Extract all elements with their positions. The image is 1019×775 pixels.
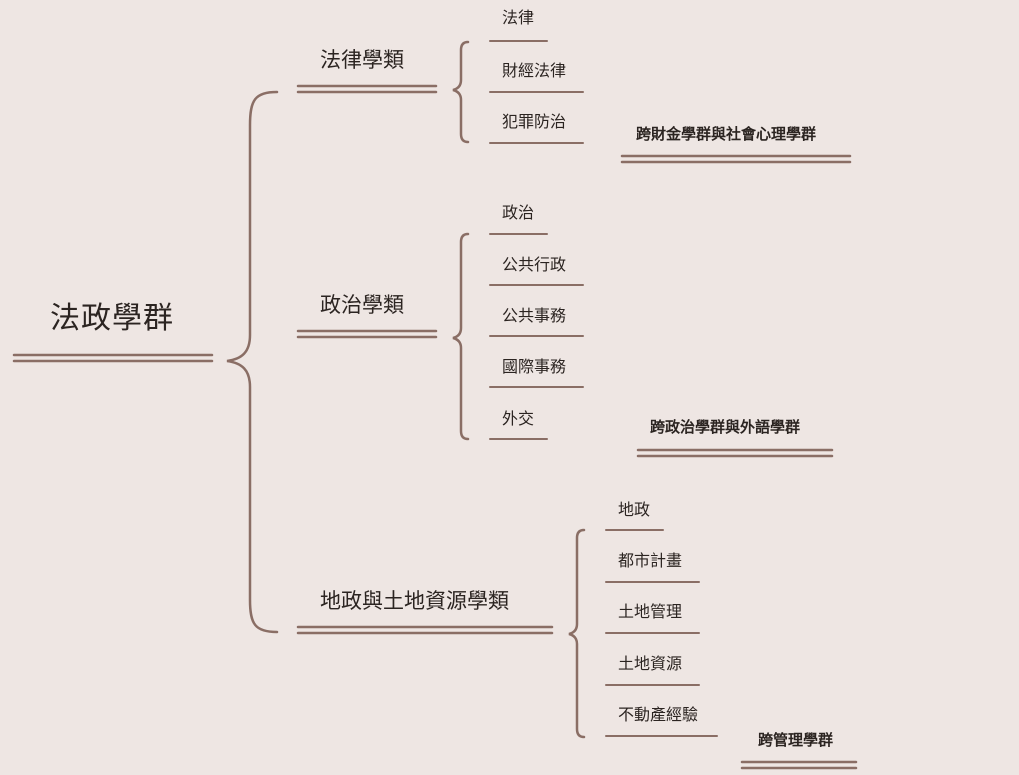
leaf-item: 都市計畫 <box>618 551 683 570</box>
category-bracket-law <box>452 40 470 144</box>
leaf-item: 法律 <box>502 8 535 27</box>
leaf-item: 外交 <box>502 409 535 428</box>
category-bracket-land <box>568 528 586 739</box>
leaf-item: 公共行政 <box>502 255 567 274</box>
leaf-item: 公共事務 <box>502 306 567 325</box>
leaf-item: 不動產經驗 <box>618 705 699 724</box>
cross-group-label-land: 跨管理學群 <box>758 731 834 749</box>
cross-group-label-law: 跨財金學群與社會心理學群 <box>636 125 817 143</box>
root-bracket <box>226 90 279 634</box>
category-label-land: 地政與土地資源學類 <box>320 589 509 613</box>
leaf-item: 國際事務 <box>502 357 567 376</box>
leaf-item: 政治 <box>502 203 535 222</box>
leaf-item: 財經法律 <box>502 61 567 80</box>
leaf-item: 地政 <box>618 500 651 519</box>
category-bracket-politics <box>452 232 470 441</box>
category-label-politics: 政治學類 <box>320 293 404 317</box>
category-label-law: 法律學類 <box>320 48 404 72</box>
leaf-item: 土地資源 <box>618 654 683 673</box>
leaf-item: 土地管理 <box>618 602 683 621</box>
cross-group-label-politics: 跨政治學群與外語學群 <box>650 418 801 436</box>
leaf-item: 犯罪防治 <box>502 112 567 131</box>
root-label: 法政學群 <box>50 301 174 336</box>
